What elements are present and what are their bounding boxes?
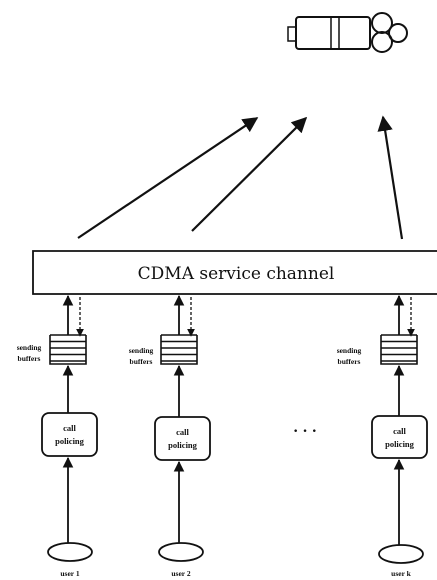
user-column: sending buffers call policing user 2 <box>129 294 211 578</box>
user-label: user 2 <box>171 569 190 578</box>
uplink-arrow <box>191 116 308 232</box>
buffer-outline <box>49 335 87 365</box>
policing-label: policing <box>55 436 85 446</box>
ellipsis: · · · <box>293 423 317 440</box>
policing-label: call <box>176 427 189 437</box>
uplink-arrow <box>377 115 404 240</box>
channel-label: CDMA service channel <box>138 264 335 284</box>
policing-label: call <box>63 423 76 433</box>
cdma-service-channel: CDMA service channel <box>32 250 437 295</box>
call-policing-box <box>371 415 428 459</box>
user-column: sending buffers call policing user 1 <box>17 294 98 578</box>
user-source <box>378 544 424 564</box>
sending-buffer <box>380 334 418 365</box>
buffer-label: sending <box>129 346 154 355</box>
satellite-icon <box>287 12 408 53</box>
user-label: user k <box>391 569 411 578</box>
uplink-arrow <box>77 117 259 239</box>
sending-buffer <box>160 334 198 365</box>
user-source <box>158 542 204 562</box>
policing-label: policing <box>168 440 198 450</box>
user-label: user 1 <box>60 569 79 578</box>
user-source <box>47 542 93 562</box>
buffer-label: sending <box>17 343 42 352</box>
policing-label: call <box>393 426 406 436</box>
buffer-label: sending <box>337 346 362 355</box>
policing-label: policing <box>385 439 415 449</box>
sending-buffer <box>49 334 87 365</box>
call-policing-box <box>154 416 211 461</box>
call-policing-box <box>41 412 98 457</box>
user-column: sending buffers call policing user k <box>337 294 428 578</box>
buffer-outline <box>160 335 198 365</box>
buffer-label: buffers <box>18 354 41 363</box>
buffer-label: buffers <box>130 357 153 366</box>
buffer-label: buffers <box>338 357 361 366</box>
buffer-outline <box>380 335 418 365</box>
